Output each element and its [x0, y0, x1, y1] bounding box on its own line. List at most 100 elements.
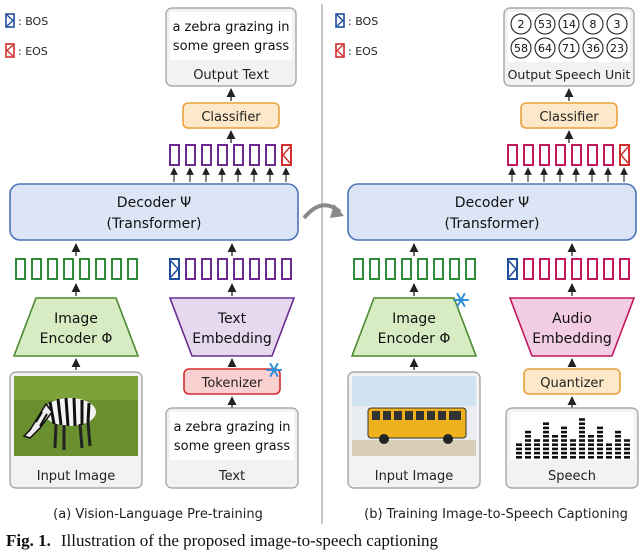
waveform-bar	[570, 447, 576, 451]
svg-text:3: 3	[614, 18, 621, 31]
text-token	[265, 258, 276, 280]
text-token	[217, 258, 228, 280]
waveform-bar	[543, 426, 549, 430]
waveform-bar	[606, 456, 612, 459]
decoder-label-left-2: (Transformer)	[107, 216, 202, 232]
speech-token	[587, 258, 598, 280]
waveform-bar	[615, 430, 621, 434]
left-output-tokens	[169, 144, 292, 166]
speech-unit: 3	[606, 13, 628, 35]
output-token	[169, 144, 180, 166]
waveform-bar	[516, 451, 522, 455]
speech-token	[603, 258, 614, 280]
left-image-tokens	[15, 258, 138, 280]
waveform-bar	[615, 443, 621, 446]
waveform-bar	[579, 456, 585, 459]
waveform-bar	[534, 456, 540, 459]
waveform-bar	[579, 439, 585, 442]
speech-token	[571, 258, 582, 280]
audio-embedding-label-1: Audio	[552, 311, 592, 327]
bos-legend-label: : BOS	[348, 15, 378, 28]
waveform-bar	[561, 456, 567, 459]
waveform-bar	[525, 435, 531, 438]
right-speech-tokens	[507, 258, 630, 280]
text-token	[201, 258, 212, 280]
waveform-bar	[552, 443, 558, 446]
waveform-bar	[615, 447, 621, 451]
waveform-bar	[579, 418, 585, 421]
waveform-bar	[525, 443, 531, 446]
image-token	[127, 258, 138, 280]
image-token	[47, 258, 58, 280]
image-encoder-right-label-1: Image	[392, 311, 436, 327]
speech-unit: 58	[510, 37, 532, 59]
waveform-bar	[570, 443, 576, 446]
text-token	[249, 258, 260, 280]
figure-caption: Fig. 1.Illustration of the proposed imag…	[6, 531, 634, 554]
subcaption-right: (b) Training Image-to-Speech Captioning	[364, 507, 628, 522]
waveform-bar	[543, 456, 549, 459]
svg-text:2: 2	[518, 18, 525, 31]
decoder-box-left	[9, 183, 299, 241]
image-encoder-right-label-2: Encoder Φ	[378, 331, 451, 347]
waveform-bar	[606, 447, 612, 451]
waveform-bar	[552, 439, 558, 442]
waveform-bar	[543, 430, 549, 434]
waveform-bar	[552, 451, 558, 455]
output-token	[603, 144, 614, 166]
waveform-bar	[588, 451, 594, 455]
waveform-bar	[561, 435, 567, 438]
waveform-bar	[624, 443, 630, 446]
waveform-bar	[525, 439, 531, 442]
waveform-bar	[579, 426, 585, 430]
waveform-bar	[615, 451, 621, 455]
subcaption-left: (a) Vision-Language Pre-training	[53, 507, 263, 522]
figure-canvas: : BOS : EOS : BOS : EOS a zebra grazing …	[5, 4, 639, 524]
waveform-bar	[552, 447, 558, 451]
waveform-bar	[579, 430, 585, 434]
waveform-bar	[615, 456, 621, 459]
waveform-bar	[597, 443, 603, 446]
output-speech-label: Output Speech Unit	[508, 67, 631, 82]
speech-unit: 23	[606, 37, 628, 59]
output-token	[587, 144, 598, 166]
speech-unit: 2	[510, 13, 532, 35]
waveform-bar	[543, 443, 549, 446]
waveform-bar	[570, 439, 576, 442]
classifier-label-left: Classifier	[201, 110, 261, 125]
image-token	[449, 258, 460, 280]
image-encoder-label-2: Encoder Φ	[40, 331, 113, 347]
speech-unit: 36	[582, 37, 604, 59]
waveform-bar	[579, 451, 585, 455]
image-token	[401, 258, 412, 280]
waveform-bar	[579, 447, 585, 451]
speech-unit: 53	[534, 13, 556, 35]
waveform-bar	[561, 447, 567, 451]
waveform-bar	[534, 447, 540, 451]
waveform-bar	[525, 451, 531, 455]
speech-unit: 71	[558, 37, 580, 59]
speech-token	[523, 258, 534, 280]
waveform-bar	[579, 422, 585, 425]
waveform-bar	[606, 443, 612, 446]
waveform-bar	[561, 426, 567, 430]
input-image-label-left: Input Image	[37, 469, 116, 484]
zebra-image	[14, 376, 138, 456]
speech-token	[619, 258, 630, 280]
eos-legend-label: : EOS	[18, 45, 48, 58]
svg-text:53: 53	[538, 18, 552, 31]
waveform-bar	[579, 443, 585, 446]
svg-text:71: 71	[562, 42, 576, 55]
waveform-bar	[561, 430, 567, 434]
input-text-line-1: a zebra grazing in	[173, 420, 290, 435]
waveform-bar	[597, 435, 603, 438]
eos-token	[619, 144, 630, 166]
bos-legend-label: : BOS	[18, 15, 48, 28]
snowflake-icon	[266, 363, 282, 377]
waveform-bar	[543, 451, 549, 455]
output-token	[539, 144, 550, 166]
classifier-box-right	[520, 102, 618, 129]
image-token	[369, 258, 380, 280]
waveform-bar	[624, 451, 630, 455]
